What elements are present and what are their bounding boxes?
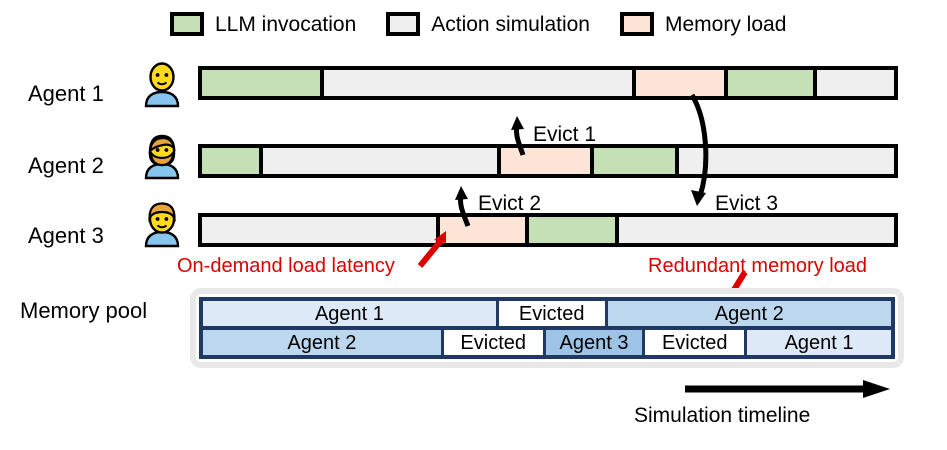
agent-1-timeline	[198, 66, 898, 100]
memory-pool-row-1: Agent 1 Evicted Agent 2	[203, 301, 891, 328]
agent-3-label: Agent 3	[28, 223, 104, 248]
legend-swatch-memory-icon	[620, 12, 654, 36]
agent-1-label: Agent 1	[28, 81, 104, 106]
legend-label-memory: Memory load	[665, 12, 787, 36]
evict-1-label: Evict 1	[533, 123, 597, 146]
memory-pool-cell: Agent 2	[607, 301, 891, 326]
legend: LLM invocation Action simulation Memory …	[170, 8, 930, 40]
bearded-person-avatar-icon	[144, 134, 180, 180]
legend-item-action: Action simulation	[386, 12, 590, 36]
legend-item-memory: Memory load	[620, 12, 786, 36]
memory-pool-cell: Evicted	[443, 330, 546, 355]
legend-item-llm: LLM invocation	[170, 12, 356, 36]
agent-2-segment-action-2	[678, 148, 894, 174]
memory-pool-row-2: Agent 2 Evicted Agent 3 Evicted Agent 1	[203, 328, 891, 355]
legend-swatch-llm-icon	[170, 12, 204, 36]
agent-3-segment-memory-1	[440, 217, 530, 243]
redundant-memory-load-label: Redundant memory load	[648, 255, 868, 277]
agent-1-segment-memory-1	[635, 70, 728, 96]
memory-pool-cell: Evicted	[498, 301, 608, 326]
agent-3-segment-action-1	[202, 217, 441, 243]
agent-2-segment-action-1	[262, 148, 501, 174]
memory-pool-inner: Agent 1 Evicted Agent 2 Agent 2 Evicted …	[199, 297, 895, 359]
memory-pool-cell: Agent 3	[545, 330, 646, 355]
legend-swatch-action-icon	[386, 12, 421, 36]
agent-2-segment-memory-1	[500, 148, 595, 174]
agent-2-timeline	[198, 144, 898, 178]
legend-label-llm: LLM invocation	[215, 12, 357, 36]
memory-pool-cell: Agent 2	[203, 330, 444, 355]
person-avatar-icon	[144, 62, 180, 108]
memory-pool-frame: Agent 1 Evicted Agent 2 Agent 2 Evicted …	[190, 288, 904, 368]
evict-2-label: Evict 2	[478, 192, 542, 215]
simulation-timeline-label: Simulation timeline	[634, 404, 811, 427]
memory-pool-label: Memory pool	[20, 298, 148, 323]
agent-1-segment-llm-1	[202, 70, 325, 96]
agent-3-segment-llm-1	[529, 217, 619, 243]
agent-1-segment-action-2	[817, 70, 894, 96]
memory-pool-cell: Agent 1	[203, 301, 499, 326]
evict-3-label: Evict 3	[715, 192, 779, 215]
on-demand-load-latency-label: On-demand load latency	[177, 255, 395, 277]
agent-2-label: Agent 2	[28, 153, 104, 178]
agent-3-segment-action-2	[618, 217, 894, 243]
blond-person-avatar-icon	[144, 202, 180, 248]
legend-label-action: Action simulation	[431, 12, 590, 36]
agent-3-timeline	[198, 213, 898, 247]
agent-1-segment-action-1	[324, 70, 636, 96]
agent-2-segment-llm-2	[594, 148, 679, 174]
simulation-timeline-arrow-icon	[685, 380, 890, 398]
agent-2-segment-llm-1	[202, 148, 263, 174]
memory-pool-cell: Agent 1	[747, 330, 891, 355]
agent-1-segment-llm-2	[727, 70, 818, 96]
memory-pool-cell: Evicted	[645, 330, 748, 355]
